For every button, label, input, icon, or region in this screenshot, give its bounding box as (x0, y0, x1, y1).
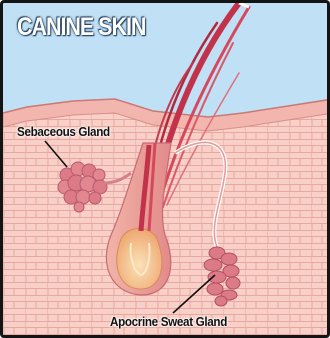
follicle-bulb (117, 229, 162, 290)
label-apocrine-sweat-gland: Apocrine Sweat Gland (110, 314, 227, 329)
diagram-title: CANINE SKIN (17, 13, 145, 42)
label-sebaceous-gland: Sebaceous Gland (17, 124, 110, 139)
skin-cross-section-illustration (3, 3, 330, 338)
